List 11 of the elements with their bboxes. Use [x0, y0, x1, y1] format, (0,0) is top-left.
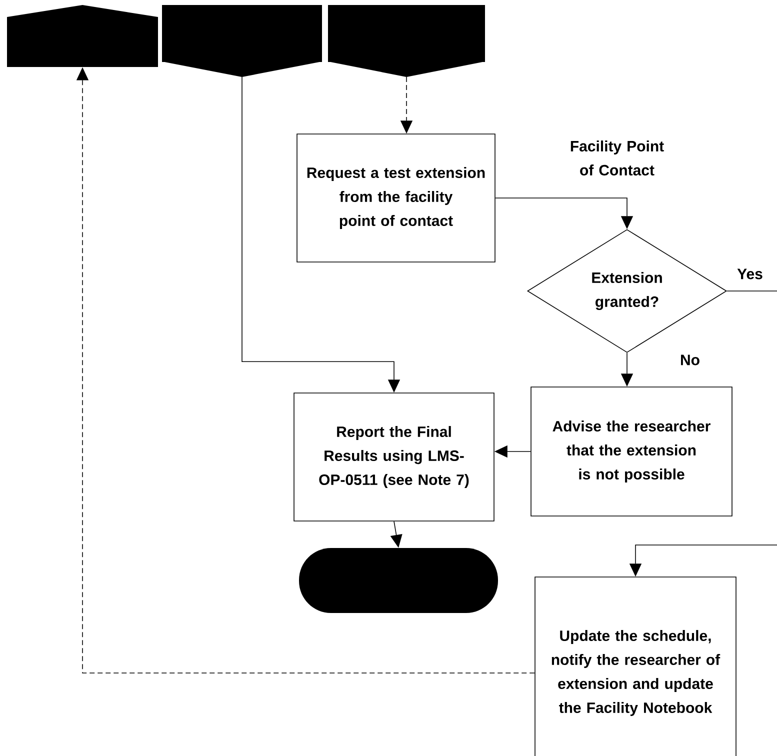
- lane-heading: Facility Point of Contact: [570, 140, 664, 176]
- edge-label: No: [679, 354, 701, 366]
- off-page-connector: [7, 5, 158, 67]
- terminator: [299, 548, 498, 613]
- process-box: Advise the researcher that the extension is not possible: [530, 386, 732, 516]
- process-box: Update the schedule, notify the researcher of extension and update the Facility Notebook: [534, 576, 736, 756]
- process-box: Report the Final Results using LMS-OP-0511 (see Note 7): [294, 392, 494, 522]
- edge-label: Yes: [736, 268, 764, 280]
- process-box: Request a test extension from the facility point of contact: [296, 134, 496, 262]
- off-page-connector: [328, 5, 485, 77]
- off-page-connector: [162, 5, 322, 77]
